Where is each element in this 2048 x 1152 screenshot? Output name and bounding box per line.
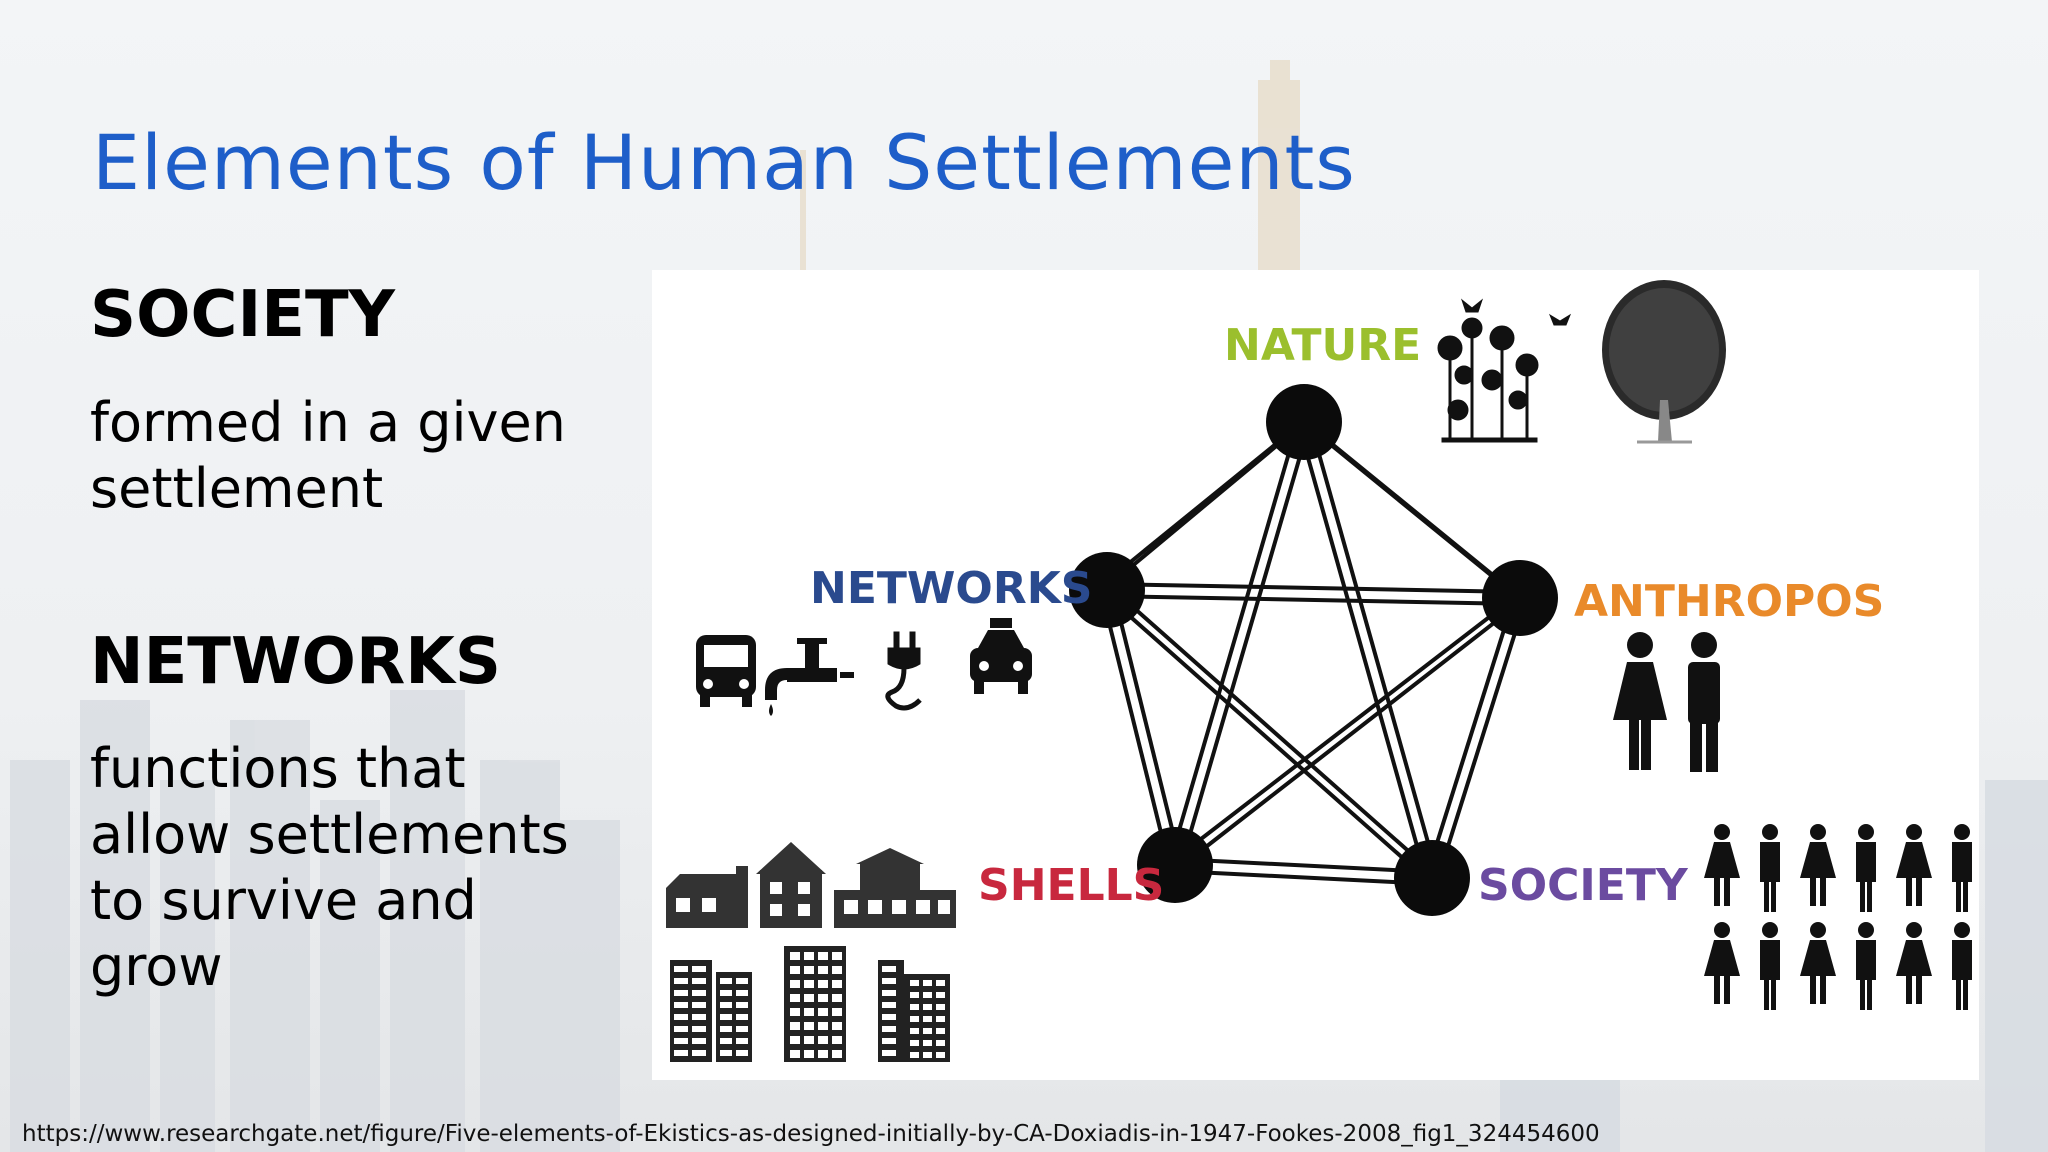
label-nature: NATURE (1224, 320, 1421, 371)
label-shells: SHELLS (978, 860, 1164, 911)
label-networks: NETWORKS (810, 563, 1093, 614)
man-icon (1688, 632, 1720, 772)
power-plug-icon (885, 631, 922, 711)
networks-description: functions that allow settlements to surv… (90, 737, 569, 998)
label-anthropos: ANTHROPOS (1574, 576, 1884, 627)
crowd-icon (1704, 824, 1972, 1010)
node-shells (1137, 827, 1213, 903)
slide-title: Elements of Human Settlements (92, 118, 1356, 207)
water-tap-icon (765, 638, 854, 716)
node-networks (1069, 552, 1145, 628)
ekistics-diagram: NATURE ANTHROPOS SOCIETY SHELLS NETWORKS (652, 270, 1979, 1080)
tree-icon (1602, 280, 1726, 444)
label-society: SOCIETY (1478, 860, 1689, 911)
source-url[interactable]: https://www.researchgate.net/figure/Five… (22, 1121, 1600, 1147)
node-nature (1266, 384, 1342, 460)
houses-icon (666, 842, 956, 928)
taxi-icon (970, 618, 1032, 694)
flowers-icon (1437, 298, 1572, 443)
networks-heading: NETWORKS (90, 625, 501, 699)
society-description: formed in a given settlement (90, 391, 566, 520)
diagram-edges (1099, 416, 1528, 886)
bus-icon (696, 635, 756, 707)
woman-icon (1613, 632, 1667, 770)
node-anthropos (1482, 560, 1558, 636)
society-heading: SOCIETY (90, 278, 395, 352)
node-society (1394, 840, 1470, 916)
apartment-buildings-icon (670, 946, 950, 1062)
